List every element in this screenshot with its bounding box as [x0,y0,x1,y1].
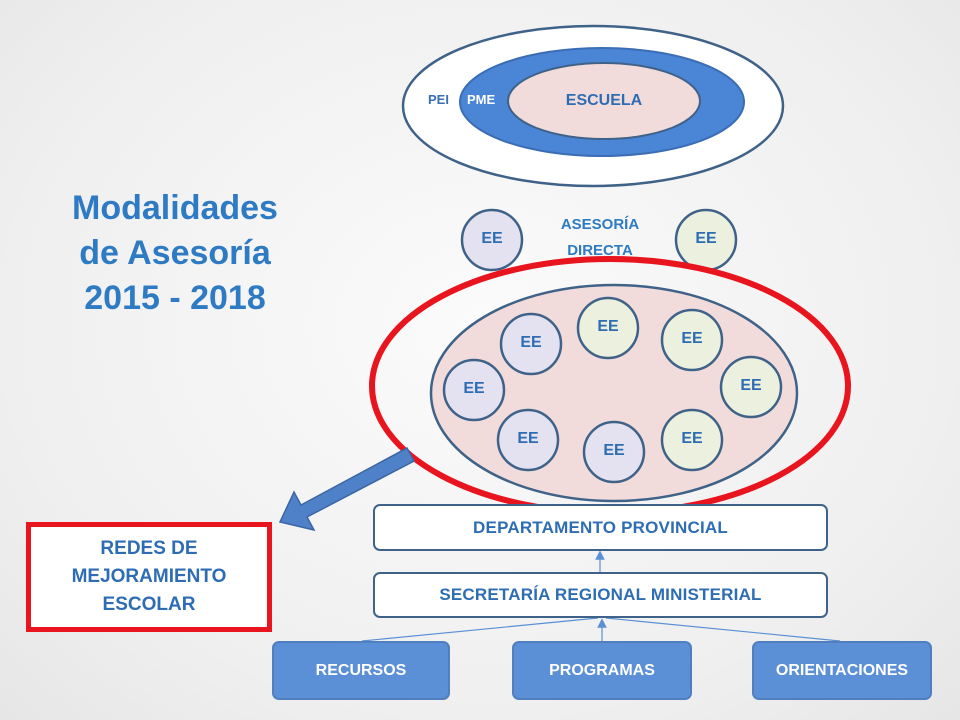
network-ee-label-5: EE [740,377,762,394]
network-ee-label-3: EE [681,330,703,347]
direct-ee-left-circle [460,208,524,272]
direct-ee-right-label: EE [695,230,717,247]
asesoria-line-1: ASESORÍA [560,216,640,233]
page-title: Modalidades de Asesoría 2015 - 2018 [40,186,310,321]
network-ee-label-8: EE [681,430,703,447]
escuela-label: ESCUELA [565,92,643,109]
network-ee-circle-4 [442,358,506,422]
pei-label: PEI [428,92,449,107]
programas-button[interactable]: PROGRAMAS [512,641,692,700]
orientaciones-button[interactable]: ORIENTACIONES [752,641,932,700]
escuela-center [507,62,701,140]
secretaria-regional-box: SECRETARÍA REGIONAL MINISTERIAL [373,572,828,618]
asesoria-directa-label: ASESORÍA DIRECTA [540,212,660,264]
recursos-connector [361,617,599,642]
asesoria-line-2: DIRECTA [567,242,633,259]
recursos-button[interactable]: RECURSOS [272,641,450,700]
title-line-1: Modalidades [72,189,278,227]
redes-mejoramiento-box: REDES DE MEJORAMIENTO ESCOLAR [26,522,272,632]
network-ee-circle-7 [582,420,646,484]
network-ee-circle-3 [660,308,724,372]
network-ee-circle-6 [496,408,560,472]
network-ee-circle-1 [576,296,640,360]
network-ee-circle-5 [719,355,783,419]
title-line-2: de Asesoría [79,234,271,272]
pme-label: PME [467,92,496,107]
network-ee-label-1: EE [597,318,619,335]
network-ee-circle-2 [499,312,563,376]
redes-line-1: REDES DE [100,538,198,559]
redes-arrow [278,446,416,532]
departamento-provincial-box: DEPARTAMENTO PROVINCIAL [373,504,828,551]
redes-line-3: ESCOLAR [102,594,196,615]
network-ee-label-7: EE [603,442,625,459]
network-ee-label-6: EE [517,430,539,447]
redes-line-2: MEJORAMIENTO [71,566,227,587]
network-ee-label-2: EE [520,334,542,351]
orientaciones-connector [605,617,841,642]
title-line-3: 2015 - 2018 [84,279,266,317]
network-ee-label-4: EE [463,380,485,397]
direct-ee-left-label: EE [481,230,503,247]
network-ee-circle-8 [660,408,724,472]
